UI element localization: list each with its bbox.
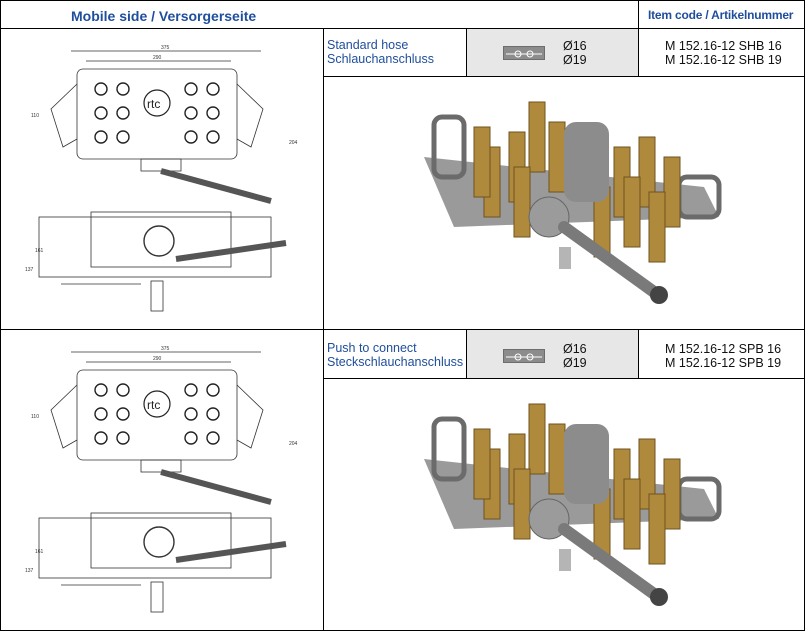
code-cell-1: M 152.16-12 SHB 16 M 152.16-12 SHB 19 bbox=[638, 28, 805, 77]
product-image-cell-2 bbox=[323, 378, 805, 631]
dim-375: 375 bbox=[161, 45, 170, 51]
technical-drawing-2: 375 290 110 204 rtc bbox=[25, 346, 298, 613]
dim-110-2: 110 bbox=[31, 414, 39, 420]
drawing-side-view: 161 137 bbox=[25, 211, 287, 312]
size-19-2: Ø19 bbox=[563, 356, 587, 370]
dim-110: 110 bbox=[31, 113, 39, 119]
rtc-logo: rtc bbox=[143, 89, 171, 117]
type-de-2: Steckschlauchanschluss bbox=[327, 355, 464, 369]
item-code-2b: M 152.16-12 SPB 19 bbox=[665, 356, 782, 370]
technical-drawing-1: 375 290 110 204 bbox=[25, 45, 298, 312]
dim-290: 290 bbox=[153, 55, 162, 61]
dim-204-2: 204 bbox=[289, 441, 298, 447]
size-cell-1: Ø16 Ø19 bbox=[466, 28, 639, 77]
header-divider bbox=[638, 0, 639, 29]
dim-161: 161 bbox=[35, 248, 44, 254]
hose-symbol-icon bbox=[503, 46, 545, 60]
product-photo-1 bbox=[424, 101, 722, 304]
item-code-1b: M 152.16-12 SHB 19 bbox=[665, 53, 782, 67]
product-photo-2 bbox=[424, 403, 722, 606]
coupling-grid-right bbox=[184, 82, 220, 144]
type-en-2: Push to connect bbox=[327, 341, 417, 355]
technical-drawing-cell-2: 375 290 110 204 rtc bbox=[0, 329, 324, 631]
item-code-1a: M 152.16-12 SHB 16 bbox=[665, 39, 782, 53]
code-cell-2: M 152.16-12 SPB 16 M 152.16-12 SPB 19 bbox=[638, 329, 805, 379]
item-code-2a: M 152.16-12 SPB 16 bbox=[665, 342, 782, 356]
item-code-heading: Item code / Artikelnummer bbox=[648, 8, 794, 22]
dim-161-2: 161 bbox=[35, 549, 44, 555]
header-row: Mobile side / Versorgerseite bbox=[0, 0, 805, 29]
push-connect-symbol-icon bbox=[503, 349, 545, 363]
svg-text:rtc: rtc bbox=[147, 398, 160, 412]
dim-204: 204 bbox=[289, 140, 298, 146]
dim-137-2: 137 bbox=[25, 568, 34, 574]
drawing-top-view: 375 290 110 204 bbox=[31, 45, 298, 204]
size-19-1: Ø19 bbox=[563, 53, 587, 67]
dim-290-2: 290 bbox=[153, 356, 162, 362]
technical-drawing-cell-1: 375 290 110 204 bbox=[0, 28, 324, 330]
type-cell-2: Push to connect Steckschlauchanschluss bbox=[323, 329, 467, 379]
type-de-1: Schlauchanschluss bbox=[327, 52, 435, 66]
rtc-logo-2: rtc bbox=[143, 390, 171, 418]
svg-text:rtc: rtc bbox=[147, 97, 160, 111]
size-16-2: Ø16 bbox=[563, 342, 587, 356]
dim-137: 137 bbox=[25, 267, 34, 273]
size-16-1: Ø16 bbox=[563, 39, 587, 53]
type-cell-1: Standard hose Schlauchanschluss bbox=[323, 28, 467, 77]
product-image-cell-1 bbox=[323, 76, 805, 330]
coupling-grid-left bbox=[94, 82, 130, 144]
type-en-1: Standard hose bbox=[327, 38, 409, 52]
section-title: Mobile side / Versorgerseite bbox=[71, 8, 257, 24]
dim-375-2: 375 bbox=[161, 346, 170, 352]
size-cell-2: Ø16 Ø19 bbox=[466, 329, 639, 379]
